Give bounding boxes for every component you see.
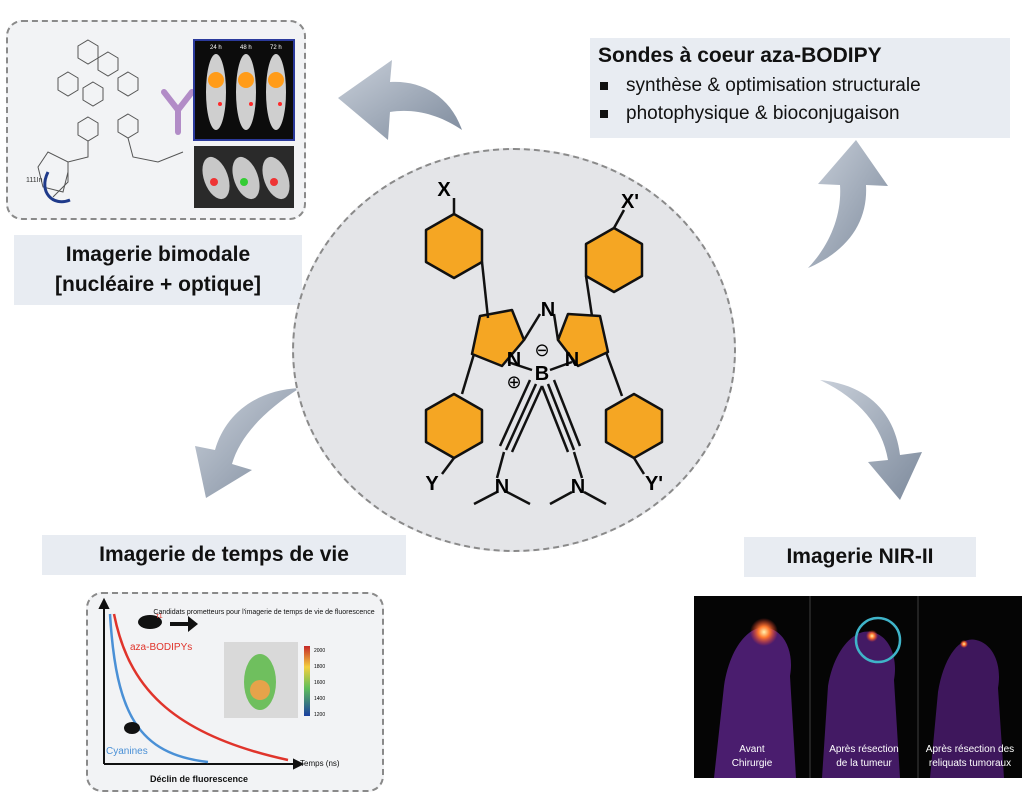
rabbit-icon <box>124 722 140 734</box>
scale-tick: 1600 <box>314 680 325 686</box>
decay-title: Déclin de fluorescence <box>150 774 248 784</box>
nir-caption: Avant <box>739 744 765 755</box>
nir-label: Imagerie NIR-II <box>744 537 976 577</box>
scale-tick: 1800 <box>314 664 325 670</box>
aza-bodipy-structure: X X' Y Y' N N N B ⊖ ⊕ N N <box>424 179 664 506</box>
sondes-bullet: synthèse & optimisation structurale <box>600 72 1010 100</box>
scale-tick: 1200 <box>314 712 325 718</box>
series-label-cyanine: Cyanines <box>106 746 148 757</box>
nir-caption: reliquats tumoraux <box>929 758 1011 769</box>
sondes-bullets: synthèse & optimisation structurale phot… <box>590 72 1010 128</box>
nir-mouse-after-tumor <box>822 631 900 778</box>
sondes-panel: Sondes à coeur aza-BODIPY synthèse & opt… <box>590 38 1010 138</box>
isotope-label: 111In <box>26 177 43 184</box>
lifetime-colorbar <box>304 646 310 716</box>
bimodal-probe-structure: 111In 24 h 48 h 72 h <box>26 39 295 208</box>
time-label-24h: 24 h <box>210 45 222 51</box>
time-label-48h: 48 h <box>240 45 252 51</box>
series-label-aza: aza-BODIPYs <box>130 642 192 653</box>
x-axis-label: Temps (ns) <box>300 759 340 768</box>
tau-label: τ1 <box>156 613 163 620</box>
minus-charge: ⊖ <box>534 340 549 360</box>
cyanine-decay-curve <box>108 613 209 764</box>
nir-caption: Chirurgie <box>732 758 773 769</box>
amine-nitrogen-right: N <box>571 476 585 498</box>
scale-tick: 1400 <box>314 696 325 702</box>
nir-image-panel: Avant Chirurgie Après résection de la tu… <box>694 596 1022 778</box>
nir-caption: Après résection des <box>926 744 1014 755</box>
arrow-to-bimodal <box>338 60 462 140</box>
sondes-title: Sondes à coeur aza-BODIPY <box>598 44 882 67</box>
substituent-xp: X' <box>621 191 639 213</box>
right-nitrogen: N <box>565 349 579 371</box>
lifetime-label: Imagerie de temps de vie <box>42 535 406 575</box>
nir-mouse-after-residue <box>930 639 1004 778</box>
arrow-to-sondes <box>808 140 888 268</box>
substituent-x: X <box>437 179 451 201</box>
bimodal-title-line1: Imagerie bimodale <box>65 243 251 266</box>
plus-charge: ⊕ <box>506 372 521 392</box>
aza-bodipy-decay-curve <box>112 613 289 762</box>
nir-mouse-before <box>714 627 796 778</box>
lifetime-panel: aza-BODIPYs Cyanines Temps (ns) Déclin d… <box>86 592 384 792</box>
substituent-yp: Y' <box>645 473 663 495</box>
bimodal-image-panel: 111In 24 h 48 h 72 h <box>6 20 306 220</box>
nir-caption: de la tumeur <box>836 758 892 769</box>
substituent-y: Y <box>425 473 439 495</box>
arrow-to-nir <box>820 380 922 500</box>
meso-nitrogen: N <box>541 299 555 321</box>
resection-circle <box>854 616 902 664</box>
fluorescence-decay-plot: aza-BODIPYs Cyanines Temps (ns) Déclin d… <box>98 597 375 784</box>
bimodal-label: Imagerie bimodale [nucléaire + optique] <box>14 235 302 305</box>
amine-nitrogen-left: N <box>495 476 509 498</box>
nir-caption: Après résection <box>829 744 898 755</box>
left-nitrogen: N <box>507 349 521 371</box>
arrow-to-lifetime <box>195 388 300 498</box>
arrow-right-icon <box>170 616 198 632</box>
scale-tick: 2000 <box>314 648 325 654</box>
bimodal-title-line2: [nucléaire + optique] <box>55 273 261 296</box>
candidates-text: Candidats prometteurs pour l'imagerie de… <box>153 609 374 616</box>
time-label-72h: 72 h <box>270 45 282 51</box>
sondes-bullet: photophysique & bioconjugaison <box>600 100 1010 128</box>
tortoise-icon <box>138 615 162 629</box>
antibody-icon <box>161 89 195 135</box>
boron-atom: B <box>535 363 549 385</box>
